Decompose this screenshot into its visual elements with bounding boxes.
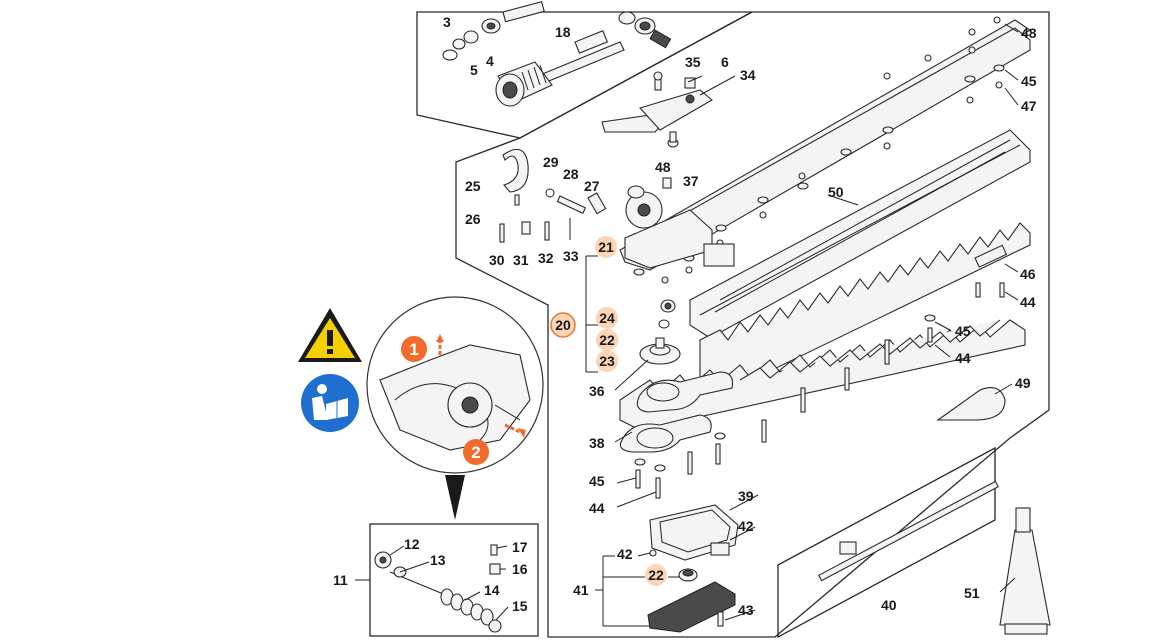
label-22b: 22 <box>648 567 664 583</box>
callout-bg-22b <box>645 564 667 586</box>
label-33: 33 <box>563 248 579 264</box>
blade-tip-guard <box>936 387 1006 421</box>
eccentric-arm <box>619 371 734 453</box>
label-26: 26 <box>465 211 481 227</box>
label-36: 36 <box>589 383 605 399</box>
label-47: 47 <box>1021 98 1037 114</box>
svg-text:1: 1 <box>409 340 418 359</box>
label-35: 35 <box>685 54 701 70</box>
lever-group <box>601 71 713 148</box>
svg-text:2: 2 <box>471 443 480 462</box>
label-30: 30 <box>489 252 505 268</box>
label-48b: 48 <box>655 159 671 175</box>
label-29: 29 <box>543 154 559 170</box>
main-assembly-frame <box>455 11 1050 638</box>
label-3: 3 <box>443 14 451 30</box>
label-21: 21 <box>598 239 614 255</box>
label-6: 6 <box>721 54 729 70</box>
label-27: 27 <box>584 178 600 194</box>
label-43: 43 <box>738 602 754 618</box>
callout-bg-20 <box>550 312 576 338</box>
label-44c: 44 <box>589 500 605 516</box>
blade-bar <box>619 19 1032 339</box>
label-50: 50 <box>828 184 844 200</box>
label-12: 12 <box>404 536 420 552</box>
label-23: 23 <box>599 353 615 369</box>
label-45c: 45 <box>589 473 605 489</box>
label-22a: 22 <box>599 332 615 348</box>
label-25: 25 <box>465 178 481 194</box>
label-45a: 45 <box>1021 73 1037 89</box>
gear-cover-group <box>647 504 739 633</box>
label-49: 49 <box>1015 375 1031 391</box>
label-32: 32 <box>538 250 554 266</box>
label-44a: 44 <box>1020 294 1036 310</box>
callout-bg-21 <box>595 236 617 258</box>
label-20: 20 <box>555 317 571 333</box>
top-assembly-frame <box>416 11 753 139</box>
label-44b: 44 <box>955 350 971 366</box>
label-5: 5 <box>470 62 478 78</box>
warning-triangle-icon <box>298 308 362 362</box>
label-18: 18 <box>555 24 571 40</box>
drive-shaft-group <box>442 0 672 107</box>
label-13: 13 <box>430 552 446 568</box>
label-4: 4 <box>486 53 494 69</box>
blade-box-frame <box>777 446 996 639</box>
label-42a: 42 <box>617 546 633 562</box>
gear-stack <box>639 299 681 365</box>
grease-tube <box>999 507 1051 635</box>
label-40: 40 <box>881 597 897 613</box>
label-31: 31 <box>513 252 529 268</box>
label-45b: 45 <box>955 323 971 339</box>
label-24: 24 <box>599 310 615 326</box>
cutting-blades <box>619 139 1031 431</box>
label-17: 17 <box>512 539 528 555</box>
label-15: 15 <box>512 598 528 614</box>
label-11: 11 <box>333 572 348 588</box>
label-38: 38 <box>589 435 605 451</box>
label-14: 14 <box>484 582 500 598</box>
callout-bg-24 <box>596 307 618 329</box>
label-37: 37 <box>683 173 699 189</box>
label-16: 16 <box>512 561 528 577</box>
inset-parts <box>374 544 502 633</box>
detail-magnifier <box>366 296 544 520</box>
label-28: 28 <box>563 166 579 182</box>
leader-lines <box>355 23 1019 627</box>
callout-bg-22a <box>596 329 618 351</box>
fasteners <box>633 16 1008 499</box>
small-parts-group <box>499 148 607 243</box>
label-51: 51 <box>964 585 980 601</box>
label-41: 41 <box>573 582 589 598</box>
step-2-badge: 2 <box>463 439 489 465</box>
label-39: 39 <box>738 488 754 504</box>
step-1-badge: 1 <box>401 336 427 362</box>
label-42b: 42 <box>738 518 754 534</box>
spare-blade-strip <box>818 480 999 582</box>
callout-bg-23 <box>596 350 618 372</box>
label-46: 46 <box>1020 266 1036 282</box>
gear-housing <box>624 177 735 269</box>
label-48a: 48 <box>1021 25 1037 41</box>
read-manual-icon <box>301 374 359 432</box>
label-34: 34 <box>740 67 756 83</box>
